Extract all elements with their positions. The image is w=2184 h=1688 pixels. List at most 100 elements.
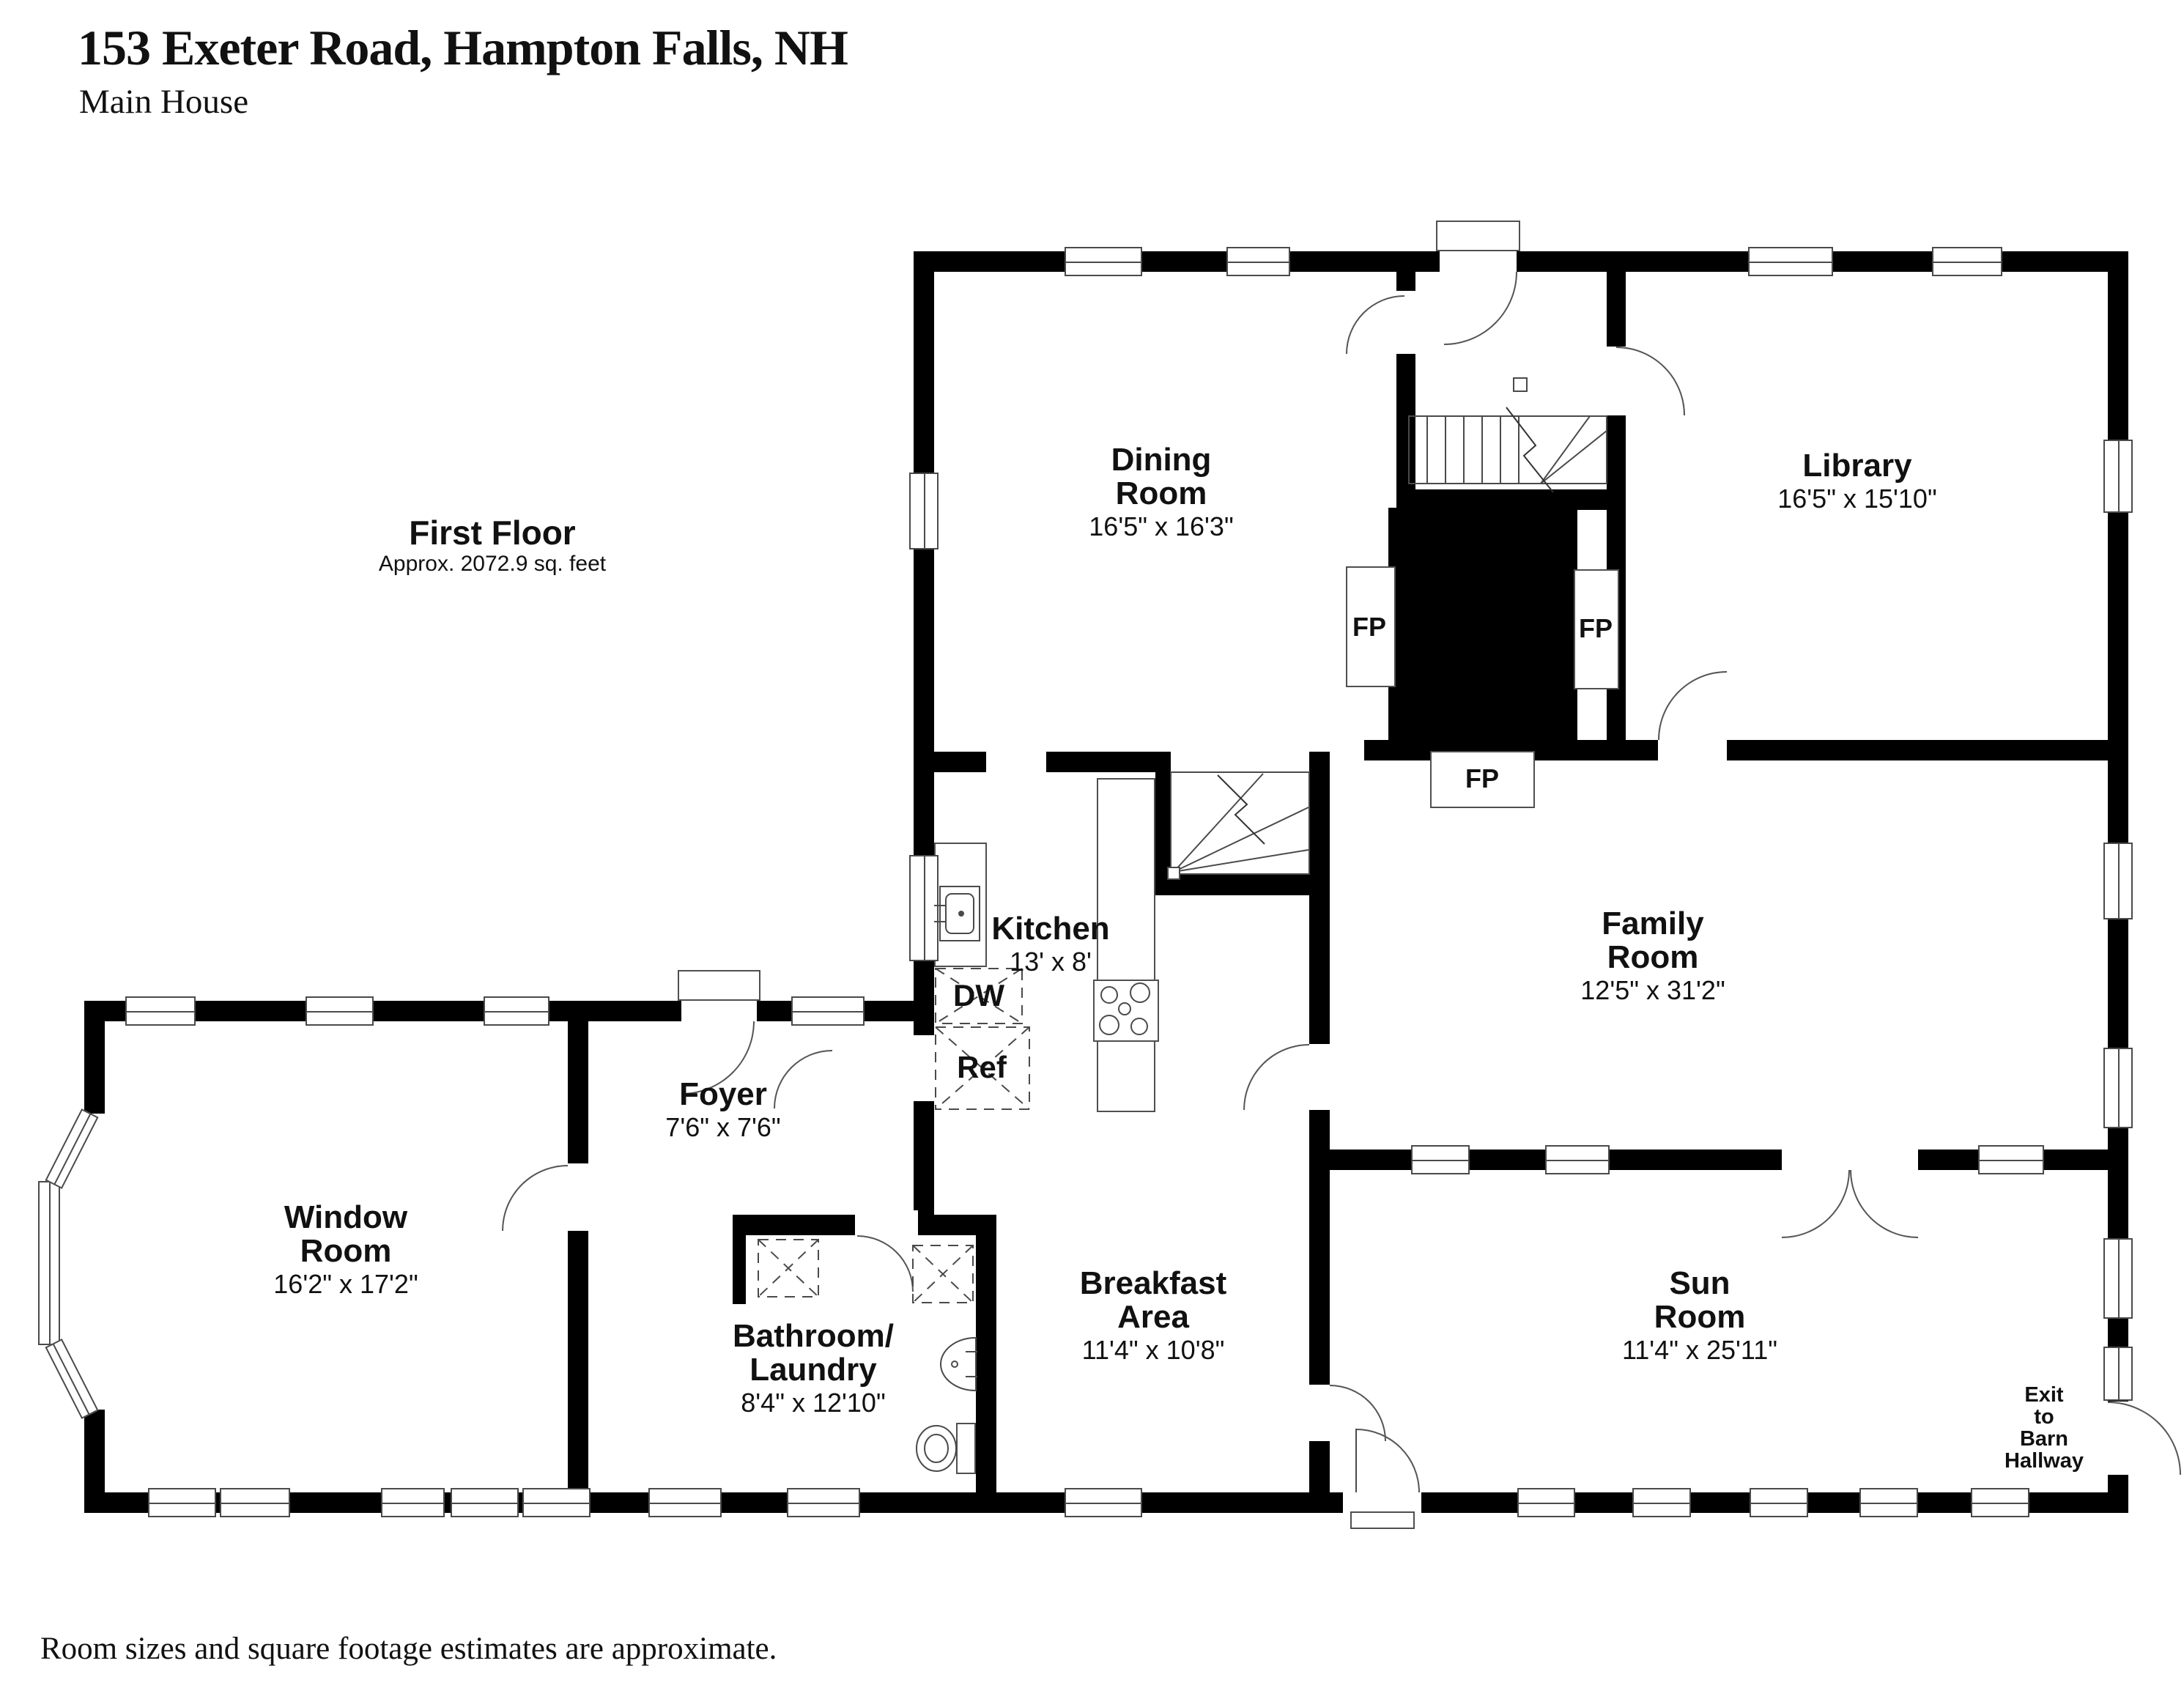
kitchen-counter [934,843,987,967]
wall [1396,251,1415,291]
window [1545,1145,1610,1174]
porch-stoop [1436,221,1520,251]
page-title: 153 Exeter Road, Hampton Falls, NH [78,20,848,75]
window [2103,1238,2133,1319]
window [1411,1145,1470,1174]
wall [1727,740,2108,760]
door-opening-window-room [563,1163,593,1231]
footer-note: Room sizes and square footage estimates … [40,1632,777,1666]
fireplace-box-library [1574,569,1619,689]
window [909,473,939,549]
fireplace-box-dining [1346,566,1396,687]
window [1517,1488,1575,1517]
door-swing-arc [857,1235,914,1292]
door-swing-arc [1346,295,1404,354]
door-swing-arc [2108,1402,2181,1475]
stove [1093,980,1159,1042]
window [1748,247,1833,276]
window [451,1488,519,1517]
dishwasher-label: DW [953,978,1004,1013]
door-opening-kitchen-family [1305,1044,1334,1110]
door-swing-arc [1243,1044,1309,1110]
window [1065,247,1142,276]
wall [1309,752,1330,1492]
window [2103,1347,2133,1401]
refrigerator-label: Ref [957,1050,1007,1084]
door-opening-foyer-kitchen [909,1035,939,1101]
bay-window-pane [45,1108,99,1189]
door-swing-arc [1782,1170,1850,1238]
window [909,855,939,961]
kitchen-counter [1097,778,1155,1112]
door-swing-arc [502,1165,568,1231]
wall [1155,874,1330,895]
door-opening-breakfast-sun [1305,1385,1334,1441]
window [522,1488,591,1517]
door-swing-arc [1658,671,1727,740]
window [1226,247,1290,276]
window [1971,1488,2029,1517]
window [2103,1048,2133,1128]
page-subtitle: Main House [79,83,249,121]
fireplace-label-family: FP [1465,763,1500,793]
door-opening-bathroom [855,1210,918,1240]
fireplace-box-family [1430,751,1535,808]
fireplace-label-dining: FP [1352,612,1387,642]
window [148,1488,216,1517]
window [648,1488,722,1517]
window [1065,1488,1142,1517]
door-opening-entry [1440,247,1517,276]
wall [1155,752,1171,895]
door-sill [1350,1511,1415,1529]
wall [746,1215,855,1235]
door-swing-arc [1850,1170,1918,1238]
window [1859,1488,1918,1517]
wall [84,1021,105,1114]
wall [84,1410,105,1492]
wall [1396,489,1607,510]
wall [1396,354,1415,510]
window [484,996,549,1026]
door-opening-foyer-front [681,996,757,1026]
wall [733,1215,746,1304]
door-swing-arc [774,1050,832,1108]
toilet-tank [956,1423,976,1474]
window [791,996,865,1026]
wall [976,1215,996,1492]
window [2103,843,2133,919]
wall [1607,272,1626,347]
window [1750,1488,1808,1517]
window [1978,1145,2044,1174]
porch-stoop [678,970,760,1001]
door-swing-arc [1444,272,1517,345]
window [1632,1488,1691,1517]
cased-opening-dining-kitchen [986,747,1046,780]
window [220,1488,290,1517]
door-opening-family [1658,736,1727,765]
window [381,1488,445,1517]
door-opening-french [1782,1145,1918,1174]
window [38,1181,60,1345]
window [2103,440,2133,513]
door-swing-arc [1616,347,1685,415]
window [306,996,374,1026]
bay-window-pane [45,1339,99,1419]
window [1932,247,2002,276]
window [125,996,196,1026]
chimney-mass [1388,508,1577,758]
door-swing-arc [1356,1429,1420,1492]
wall [568,1021,588,1492]
window [787,1488,860,1517]
